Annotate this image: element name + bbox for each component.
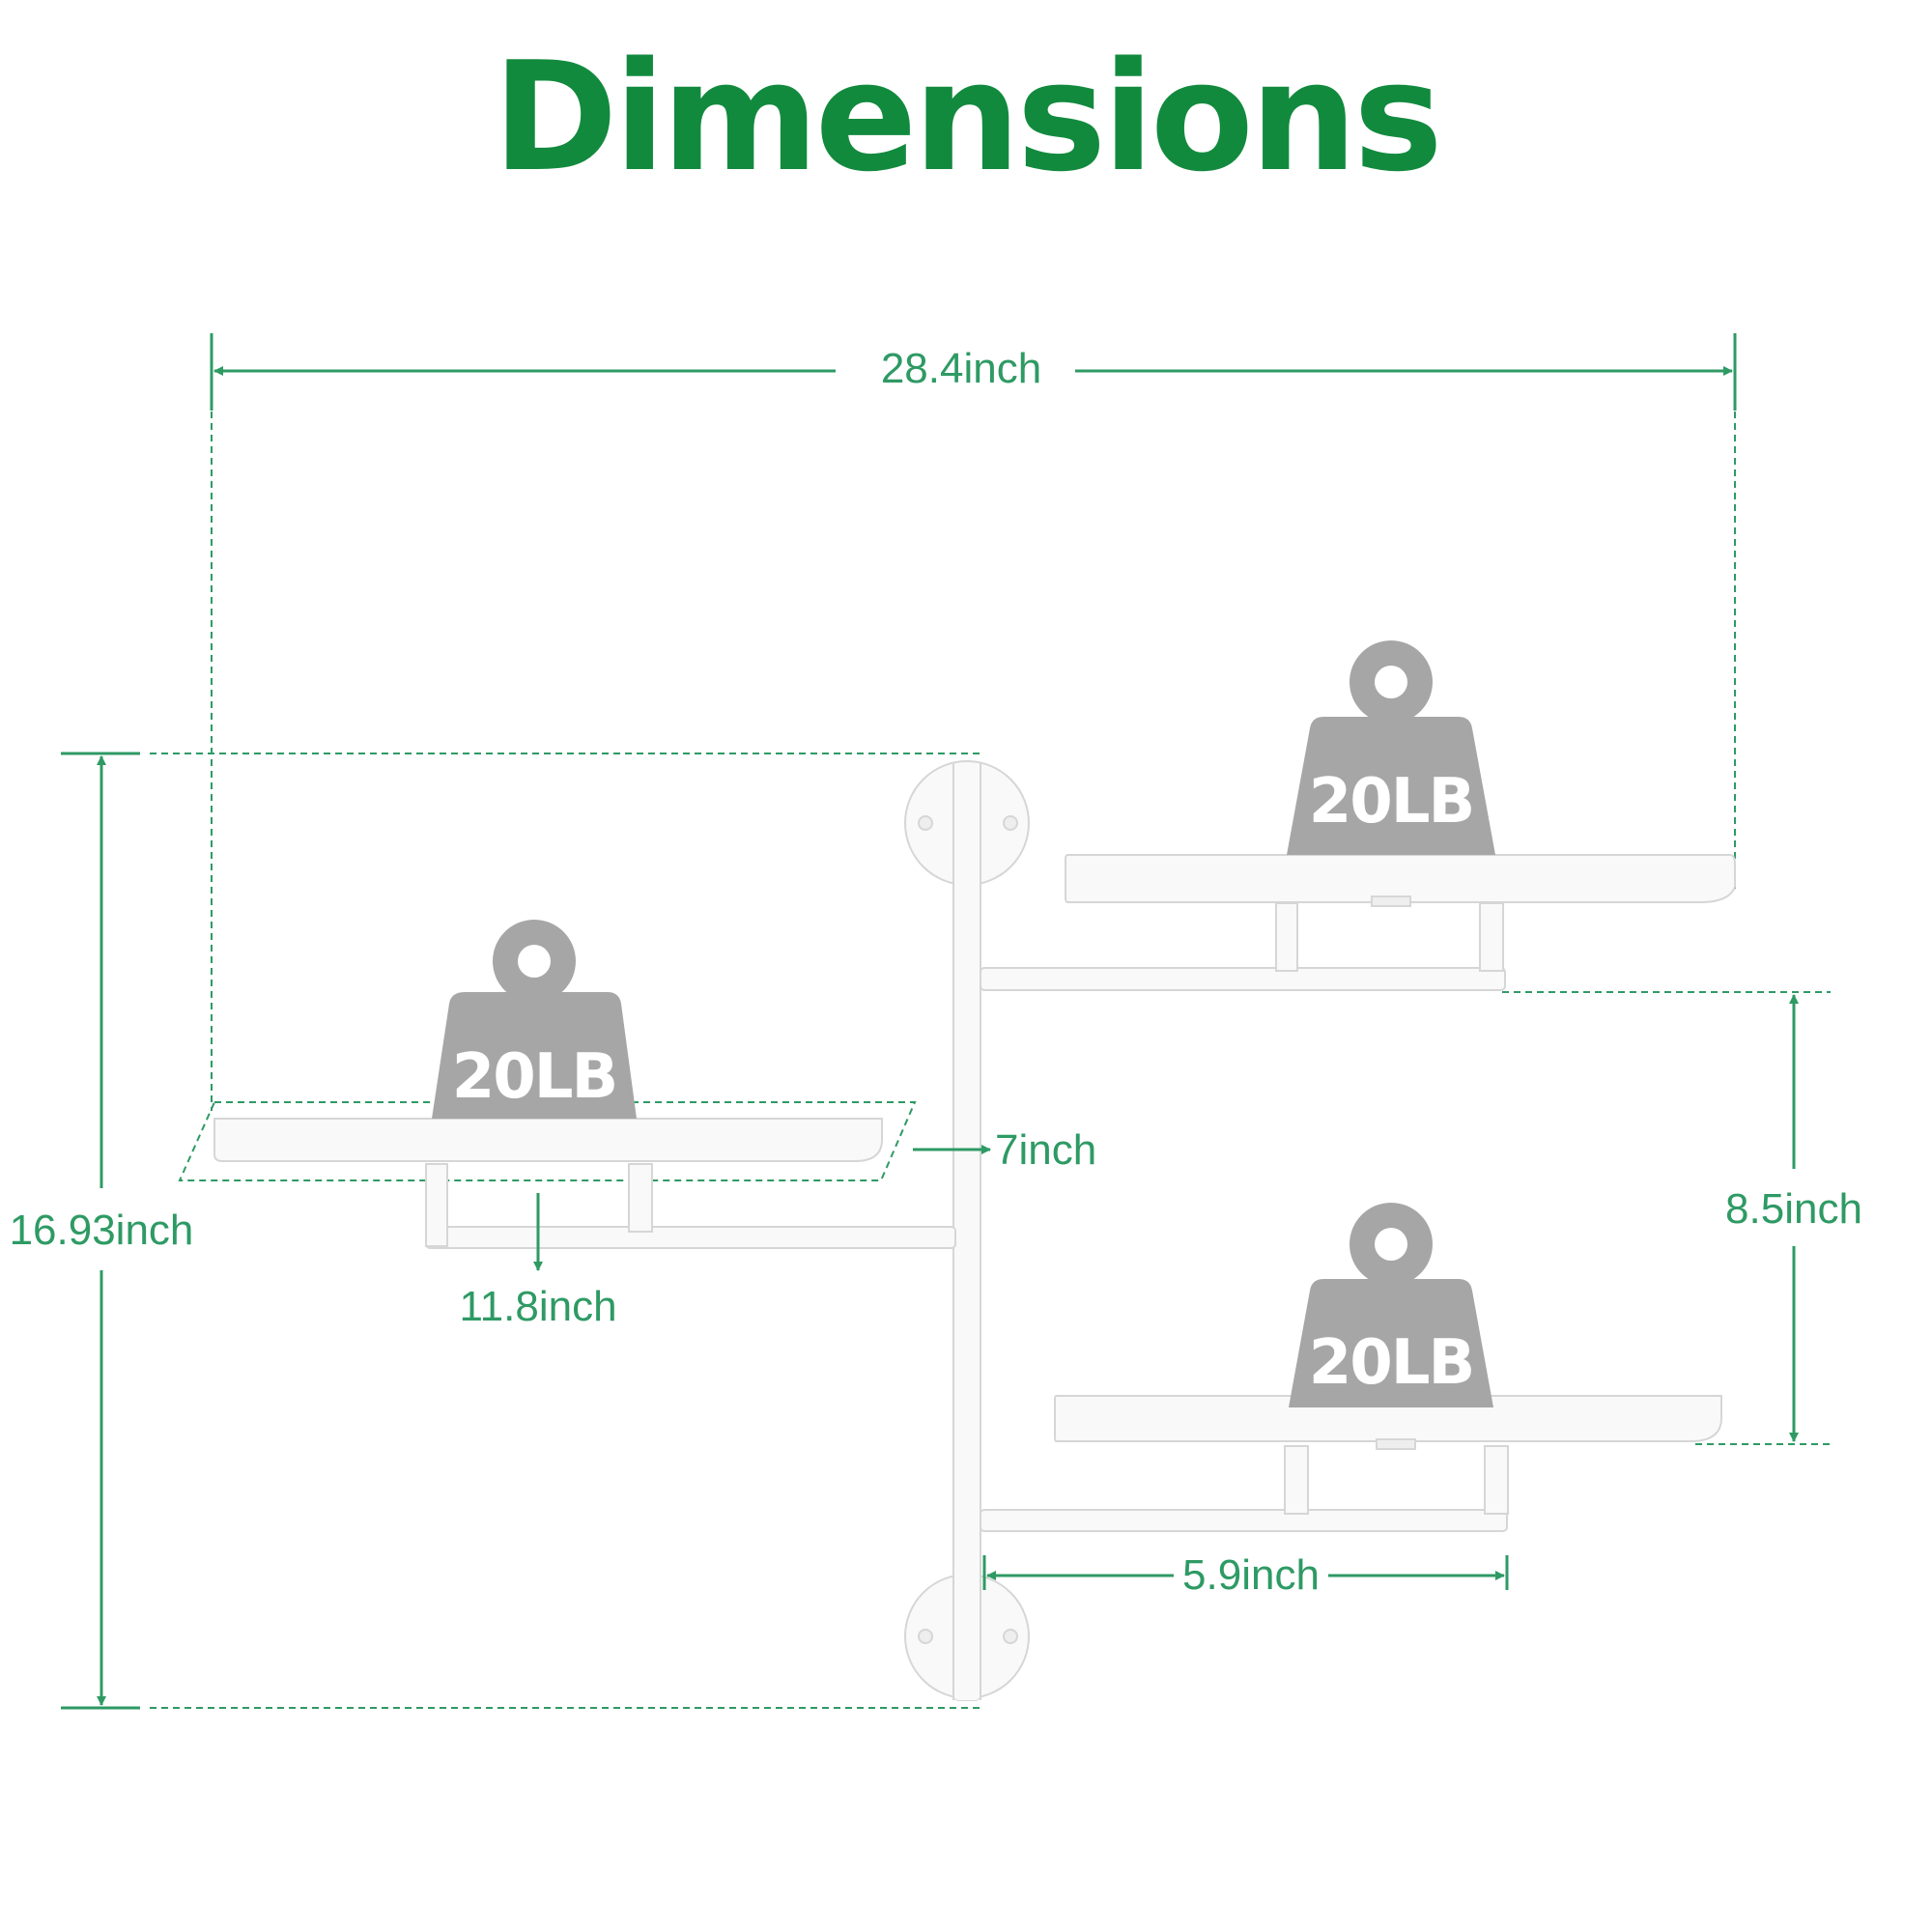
weight-upper: 20LB	[1287, 640, 1495, 855]
weight-label: 20LB	[1309, 1327, 1474, 1399]
dimension-shelf-length: 11.8inch	[459, 1283, 616, 1330]
kettlebell-weight-icon	[1289, 1203, 1493, 1407]
shelf-product	[213, 760, 1736, 1701]
page-title: Dimensions	[493, 29, 1443, 205]
upper-shelf-board	[1065, 854, 1736, 903]
left-arm	[425, 1226, 956, 1249]
dimension-total-width: 28.4inch	[881, 345, 1041, 392]
weight-lower: 20LB	[1289, 1203, 1493, 1407]
weight-label: 20LB	[1309, 766, 1474, 838]
dimension-total-height: 16.93inch	[10, 1207, 194, 1254]
kettlebell-weight-icon	[432, 920, 637, 1119]
lower-shelf-board	[1054, 1395, 1722, 1442]
left-shelf-board	[213, 1118, 883, 1162]
dimension-arm-length: 5.9inch	[1182, 1551, 1320, 1599]
upper-arm	[980, 967, 1506, 991]
dimension-shelf-depth: 7inch	[995, 1126, 1096, 1174]
weight-label: 20LB	[452, 1041, 617, 1113]
lower-arm	[980, 1509, 1508, 1532]
kettlebell-weight-icon	[1287, 640, 1495, 855]
dimension-lines	[61, 333, 1799, 1710]
dashed-extension-lines	[150, 354, 1831, 1709]
weight-left: 20LB	[432, 920, 637, 1119]
dimension-shelf-spacing: 8.5inch	[1725, 1185, 1862, 1233]
